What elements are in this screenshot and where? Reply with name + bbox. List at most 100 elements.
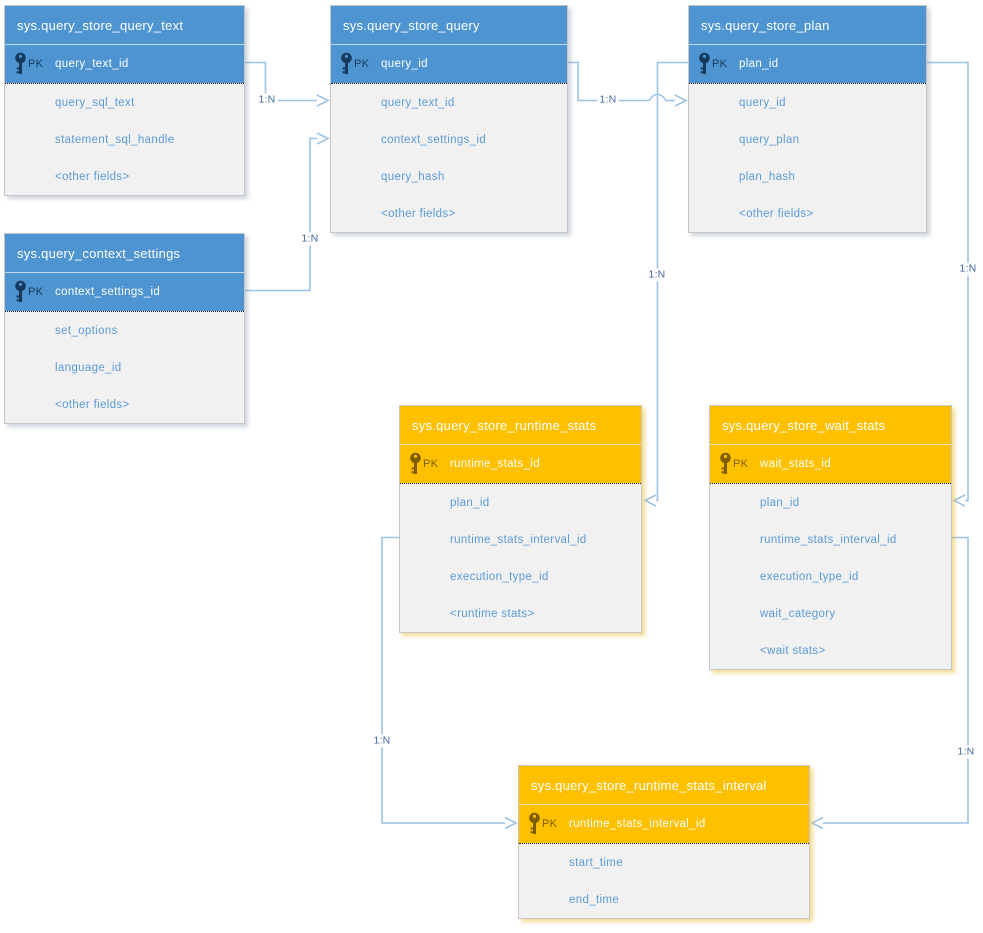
many-end-arrow-icon — [643, 494, 657, 507]
field-row: execution_type_id — [760, 570, 859, 583]
pk-tag: PK — [28, 286, 44, 298]
field-row: statement_sql_handle — [55, 133, 175, 146]
many-end-arrow-icon — [504, 816, 518, 830]
entity-title: sys.query_context_settings — [5, 234, 244, 272]
cardinality-label: 1:N — [646, 268, 668, 282]
primary-key-row: PK plan_id — [689, 44, 926, 83]
field-list: query_sql_text statement_sql_handle <other… — [5, 83, 244, 195]
field-list: plan_id runtime_stats_interval_id executio… — [400, 483, 641, 632]
field-row: language_id — [55, 361, 122, 374]
primary-key-icon — [15, 52, 26, 74]
field-row: set_options — [55, 324, 118, 337]
field-row: query_text_id — [381, 96, 455, 109]
field-row: <wait stats> — [760, 644, 826, 657]
pk-tag: PK — [712, 58, 728, 70]
field-row: start_time — [569, 856, 623, 869]
entity-title: sys.query_store_query_text — [5, 6, 244, 44]
entity-query-store-query-text[interactable]: sys.query_store_query_text PK query_text_… — [4, 5, 245, 196]
pk-field-name: query_id — [381, 58, 428, 70]
cardinality-label: 1:N — [371, 734, 393, 748]
connector-query-to-plan — [568, 61, 688, 107]
primary-key-row: PK query_text_id — [5, 44, 244, 83]
connector-line — [656, 61, 688, 502]
connector-line — [381, 536, 505, 824]
field-row: plan_id — [450, 496, 490, 509]
cardinality-label: 1:N — [955, 745, 977, 759]
connector-querytext-to-query — [245, 61, 330, 107]
field-row: execution_type_id — [450, 570, 549, 583]
field-row: plan_id — [760, 496, 800, 509]
field-row: query_plan — [739, 133, 800, 146]
connector-waitstats-to-interval — [810, 536, 969, 830]
pk-field-name: query_text_id — [55, 58, 129, 70]
primary-key-icon — [341, 52, 352, 74]
field-row: <other fields> — [55, 170, 130, 183]
connector-runtimestats-to-interval — [381, 536, 518, 830]
connector-plan-to-runtimestats — [643, 61, 688, 507]
pk-field-name: runtime_stats_interval_id — [569, 818, 706, 830]
connector-line — [823, 536, 969, 824]
primary-key-icon — [720, 452, 731, 474]
primary-key-icon — [699, 52, 710, 74]
cardinality-label: 1:N — [299, 232, 321, 246]
field-row: <other fields> — [739, 207, 814, 220]
field-row: end_time — [569, 893, 620, 906]
field-row: wait_category — [760, 607, 836, 620]
entity-query-store-runtime-stats-interval[interactable]: sys.query_store_runtime_stats_interval P… — [518, 765, 810, 919]
connector-plan-to-waitstats — [927, 61, 969, 507]
entity-title: sys.query_store_runtime_stats — [400, 406, 641, 444]
field-row: query_id — [739, 96, 786, 109]
cardinality-label: 1:N — [256, 93, 278, 107]
pk-field-name: runtime_stats_id — [450, 458, 540, 470]
pk-field-name: context_settings_id — [55, 286, 161, 298]
connector-contextsettings-to-query — [245, 132, 330, 292]
cardinality-label: 1:N — [957, 262, 979, 276]
connector-line — [245, 61, 317, 102]
entity-title: sys.query_store_wait_stats — [710, 406, 951, 444]
connector-line — [568, 61, 675, 102]
field-row: query_hash — [381, 170, 445, 183]
primary-key-icon — [15, 280, 26, 302]
field-row: plan_hash — [739, 170, 796, 183]
field-row: <runtime stats> — [450, 607, 535, 620]
many-end-arrow-icon — [316, 94, 330, 107]
many-end-arrow-icon — [674, 94, 688, 107]
many-end-arrow-icon — [810, 816, 824, 830]
primary-key-row: PK context_settings_id — [5, 272, 244, 311]
pk-tag: PK — [28, 58, 44, 70]
entity-title: sys.query_store_runtime_stats_interval — [519, 766, 809, 804]
entity-query-store-query[interactable]: sys.query_store_query PK query_id query_te… — [330, 5, 568, 233]
cardinality-label: 1:N — [597, 93, 619, 107]
connector-line — [927, 61, 969, 502]
pk-field-name: plan_id — [739, 58, 779, 70]
entity-title: sys.query_store_query — [331, 6, 567, 44]
field-list: plan_id runtime_stats_interval_id executio… — [710, 483, 951, 669]
pk-field-name: wait_stats_id — [760, 458, 832, 470]
field-row: query_sql_text — [55, 96, 135, 109]
field-row: <other fields> — [381, 207, 456, 220]
field-row: context_settings_id — [381, 133, 487, 146]
field-list: query_id query_plan plan_hash <other fields… — [689, 83, 926, 232]
field-row: <other fields> — [55, 398, 130, 411]
entity-query-context-settings[interactable]: sys.query_context_settings PK context_set… — [4, 233, 245, 424]
pk-tag: PK — [542, 818, 558, 830]
primary-key-row: PK runtime_stats_interval_id — [519, 804, 809, 843]
primary-key-icon — [410, 452, 421, 474]
many-end-arrow-icon — [316, 132, 330, 145]
field-list: query_text_id context_settings_id query_ha… — [331, 83, 567, 232]
pk-tag: PK — [354, 58, 370, 70]
field-row: runtime_stats_interval_id — [450, 533, 587, 546]
entity-title: sys.query_store_plan — [689, 6, 926, 44]
primary-key-icon — [529, 812, 540, 834]
field-list: set_options language_id <other fields> — [5, 311, 244, 423]
field-list: start_time end_time — [519, 843, 809, 918]
field-row: runtime_stats_interval_id — [760, 533, 897, 546]
many-end-arrow-icon — [952, 494, 966, 507]
